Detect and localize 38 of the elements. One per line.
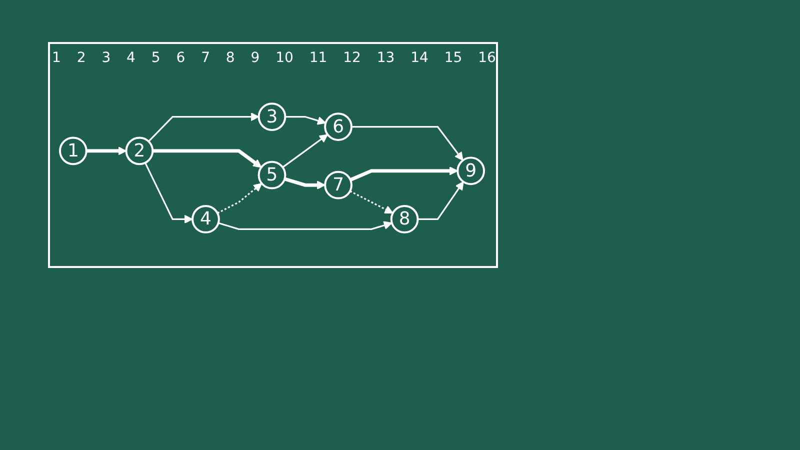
time-scale-number: 16 [478, 50, 496, 66]
time-scale-number: 6 [176, 50, 186, 66]
time-scale-number: 12 [343, 50, 361, 66]
arrow [351, 126, 464, 161]
arrow [285, 116, 326, 125]
time-scale-number: 5 [151, 50, 160, 66]
time-scale-number: 11 [309, 50, 328, 66]
time-scale-number: 4 [126, 50, 136, 66]
arrow [217, 183, 262, 214]
time-scale-number: 1 [52, 50, 61, 66]
time-scale-number: 14 [410, 50, 428, 66]
arrow [350, 190, 394, 214]
node-circle: 6 [324, 112, 352, 141]
time-scale-number: 2 [76, 50, 86, 66]
arrow [282, 134, 328, 168]
time-scale-number: 13 [376, 50, 395, 66]
node-circle: 4 [192, 205, 220, 234]
time-scale-number: 8 [226, 50, 235, 66]
time-scale-number: 7 [201, 50, 210, 66]
node-circle: 2 [125, 136, 154, 166]
arrow [148, 112, 260, 142]
node-circle: 9 [456, 156, 486, 186]
arrow [418, 181, 464, 220]
arrow [350, 166, 458, 182]
time-scale-number: 9 [250, 50, 260, 66]
arrow [284, 177, 326, 190]
arrow [144, 162, 193, 224]
node-circle: 5 [258, 160, 286, 190]
arrow [218, 221, 392, 230]
arrow [86, 146, 127, 156]
arrow [152, 149, 262, 168]
node-circle: 1 [58, 136, 88, 166]
time-scale-number: 10 [276, 50, 294, 66]
node-circle: 3 [258, 102, 286, 131]
node-circle: 8 [390, 205, 419, 234]
time-scale-number: 15 [444, 50, 462, 66]
node-circle: 7 [324, 170, 352, 200]
time-scale-number: 3 [102, 50, 111, 66]
